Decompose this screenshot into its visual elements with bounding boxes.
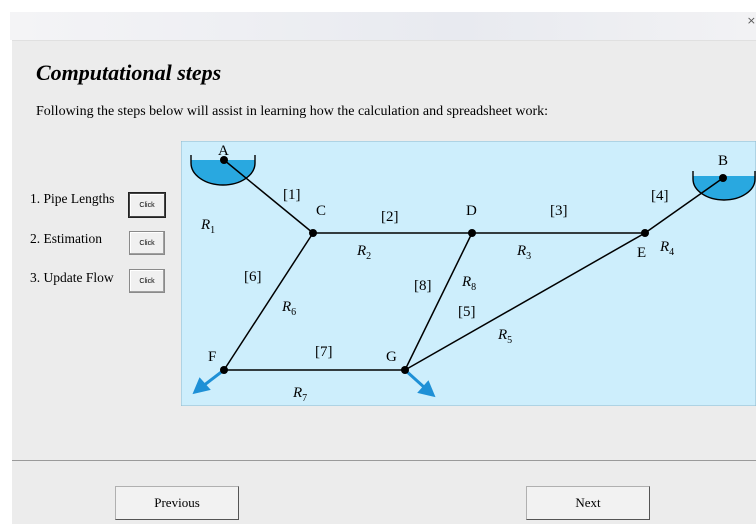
node-g-dot: [401, 366, 409, 374]
node-label-d: D: [466, 203, 477, 219]
outflow-arrow-f: [192, 368, 225, 395]
resistance-label-r6: R6: [281, 299, 296, 318]
resistance-label-r5: R5: [497, 327, 512, 346]
page-title: Computational steps: [36, 60, 222, 85]
pipe-4-line: [644, 177, 724, 234]
top-strip: [0, 0, 756, 12]
node-e-dot: [641, 229, 649, 237]
resistance-label-r1: R1: [200, 217, 215, 236]
node-label-g: G: [386, 349, 397, 365]
node-label-a: A: [218, 143, 229, 159]
divider: [12, 460, 756, 461]
reservoir-b: [692, 171, 756, 201]
node-f-dot: [220, 366, 228, 374]
node-a-dot: [220, 156, 228, 164]
resistance-label-r8: R8: [461, 274, 476, 293]
node-b-dot: [719, 174, 727, 182]
node-label-c: C: [316, 203, 326, 219]
pipe-label-4: [4]: [651, 188, 669, 204]
pipe-1-line: [223, 159, 314, 234]
pipe-label-8: [8]: [414, 278, 432, 294]
pipe-label-1: [1]: [283, 187, 301, 203]
step-label-estimation: 2. Estimation: [30, 231, 102, 246]
pipe-label-7: [7]: [315, 344, 333, 360]
resistance-label-r2: R2: [356, 243, 371, 262]
node-label-b: B: [718, 153, 728, 169]
pipe-label-2: [2]: [381, 209, 399, 225]
previous-button[interactable]: Previous: [115, 486, 239, 520]
update-flow-click-button[interactable]: Click: [129, 269, 165, 293]
instructions-text: Following the steps below will assist in…: [36, 104, 549, 119]
pipe-6-line: [223, 232, 314, 371]
node-d-dot: [468, 229, 476, 237]
outflow-arrow-g: [403, 368, 436, 398]
step-label-update-flow: 3. Update Flow: [30, 270, 114, 285]
pipe-5-line: [404, 232, 646, 371]
node-label-e: E: [637, 245, 646, 261]
resistance-label-r7: R7: [292, 385, 307, 404]
pipe-network-diagram: A B C D E F G [1] [2] [3] [4] [5] [6] [7…: [181, 141, 756, 406]
close-icon[interactable]: ×: [746, 14, 756, 27]
next-button[interactable]: Next: [526, 486, 650, 520]
pipe-label-6: [6]: [244, 269, 262, 285]
title-bar: [10, 12, 756, 40]
pipe-lengths-click-button[interactable]: Click: [129, 193, 165, 217]
pipe-8-line: [404, 232, 473, 371]
estimation-click-button[interactable]: Click: [129, 231, 165, 255]
pipe-label-3: [3]: [550, 203, 568, 219]
pipe-label-5: [5]: [458, 304, 476, 320]
diagram-background: [181, 141, 756, 406]
node-label-f: F: [208, 349, 216, 365]
reservoir-a: [190, 155, 256, 186]
resistance-label-r3: R3: [516, 243, 531, 262]
step-label-pipe-lengths: 1. Pipe Lengths: [30, 191, 115, 206]
node-c-dot: [309, 229, 317, 237]
resistance-label-r4: R4: [659, 239, 674, 258]
